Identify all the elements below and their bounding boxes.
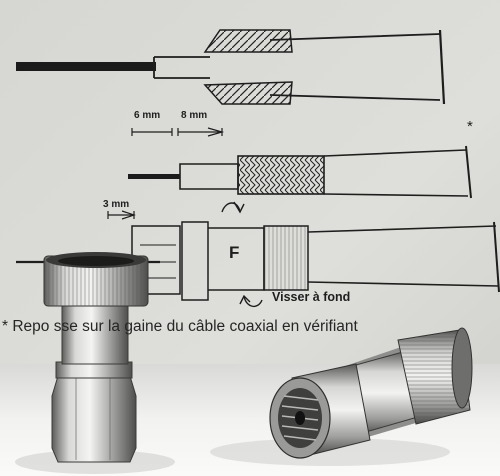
- connector-lying: [269, 327, 473, 459]
- connector-diagram: [16, 201, 500, 307]
- asterisk-mark: *: [467, 118, 473, 135]
- connector-standing: [43, 252, 149, 463]
- screw-instruction: Visser à fond: [272, 290, 351, 304]
- caption-text: * Repo sse sur la gaine du câble coaxial…: [2, 318, 358, 335]
- cable-diagram-middle: [128, 127, 472, 199]
- dimension-6mm: 6 mm: [134, 110, 161, 121]
- dimension-3mm: 3 mm: [103, 199, 130, 210]
- dimension-8mm: 8 mm: [181, 110, 208, 121]
- connector-letter: F: [229, 243, 240, 262]
- cable-diagram-top: [16, 29, 446, 105]
